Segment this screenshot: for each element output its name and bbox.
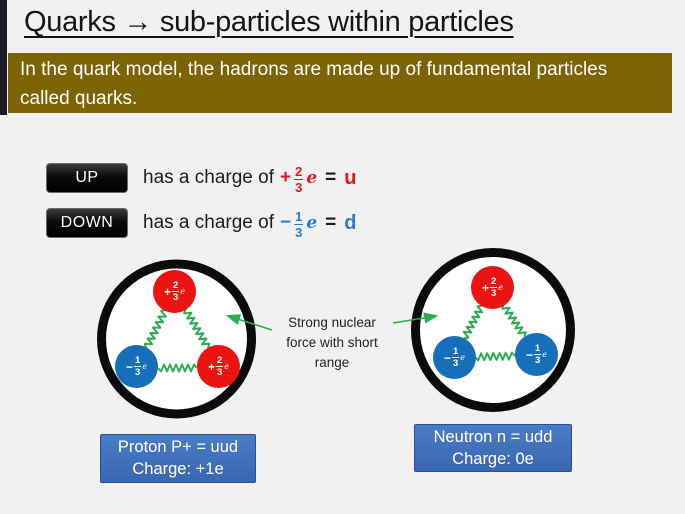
down-e-symbol: e bbox=[306, 213, 318, 233]
up-charge-value: + 2 3 e bbox=[279, 163, 318, 195]
up-sign: + bbox=[279, 167, 292, 188]
proton-label-box: Proton P+ = uud Charge: +1e bbox=[100, 434, 256, 483]
down-equals: = bbox=[325, 212, 337, 233]
proton-formula: Proton P+ = uud bbox=[117, 438, 239, 456]
spring-icon bbox=[474, 351, 516, 362]
up-button: UP bbox=[46, 163, 128, 193]
spring-icon bbox=[462, 304, 484, 340]
up-e-symbol: e bbox=[306, 168, 318, 188]
left-edge-strip bbox=[0, 0, 7, 115]
down-sign: − bbox=[279, 212, 292, 233]
neutron-label-box: Neutron n = udd Charge: 0e bbox=[414, 424, 572, 472]
neutron-formula: Neutron n = udd bbox=[433, 428, 553, 446]
down-quark-letter: d bbox=[344, 211, 357, 234]
proton-charge: Charge: +1e bbox=[132, 460, 224, 478]
down-charge-text: has a charge of − 1 3 e = d bbox=[143, 208, 357, 240]
up-charge-phrase: has a charge of bbox=[143, 167, 274, 188]
down-charge-row: DOWN has a charge of − 1 3 e = d bbox=[46, 208, 357, 240]
spring-icon bbox=[183, 308, 211, 349]
down-charge-value: − 1 3 e bbox=[279, 208, 318, 240]
slide-title: Quarks → sub-particles within particles bbox=[24, 6, 514, 38]
spring-icon bbox=[501, 304, 527, 337]
up-charge-text: has a charge of + 2 3 e = u bbox=[143, 163, 357, 195]
up-fraction: 2 3 bbox=[294, 163, 304, 195]
neutron-charge: Charge: 0e bbox=[452, 450, 534, 468]
up-quark-letter: u bbox=[344, 166, 357, 189]
down-button: DOWN bbox=[46, 208, 128, 238]
down-charge-phrase: has a charge of bbox=[143, 212, 274, 233]
spring-icon bbox=[143, 308, 167, 349]
strong-force-label: Strong nuclear force with short range bbox=[286, 315, 378, 370]
up-charge-row: UP has a charge of + 2 3 e = u bbox=[46, 163, 357, 195]
intro-banner: In the quark model, the hadrons are made… bbox=[8, 53, 672, 113]
up-equals: = bbox=[325, 167, 337, 188]
spring-icon bbox=[157, 363, 198, 373]
down-fraction: 1 3 bbox=[294, 208, 304, 240]
